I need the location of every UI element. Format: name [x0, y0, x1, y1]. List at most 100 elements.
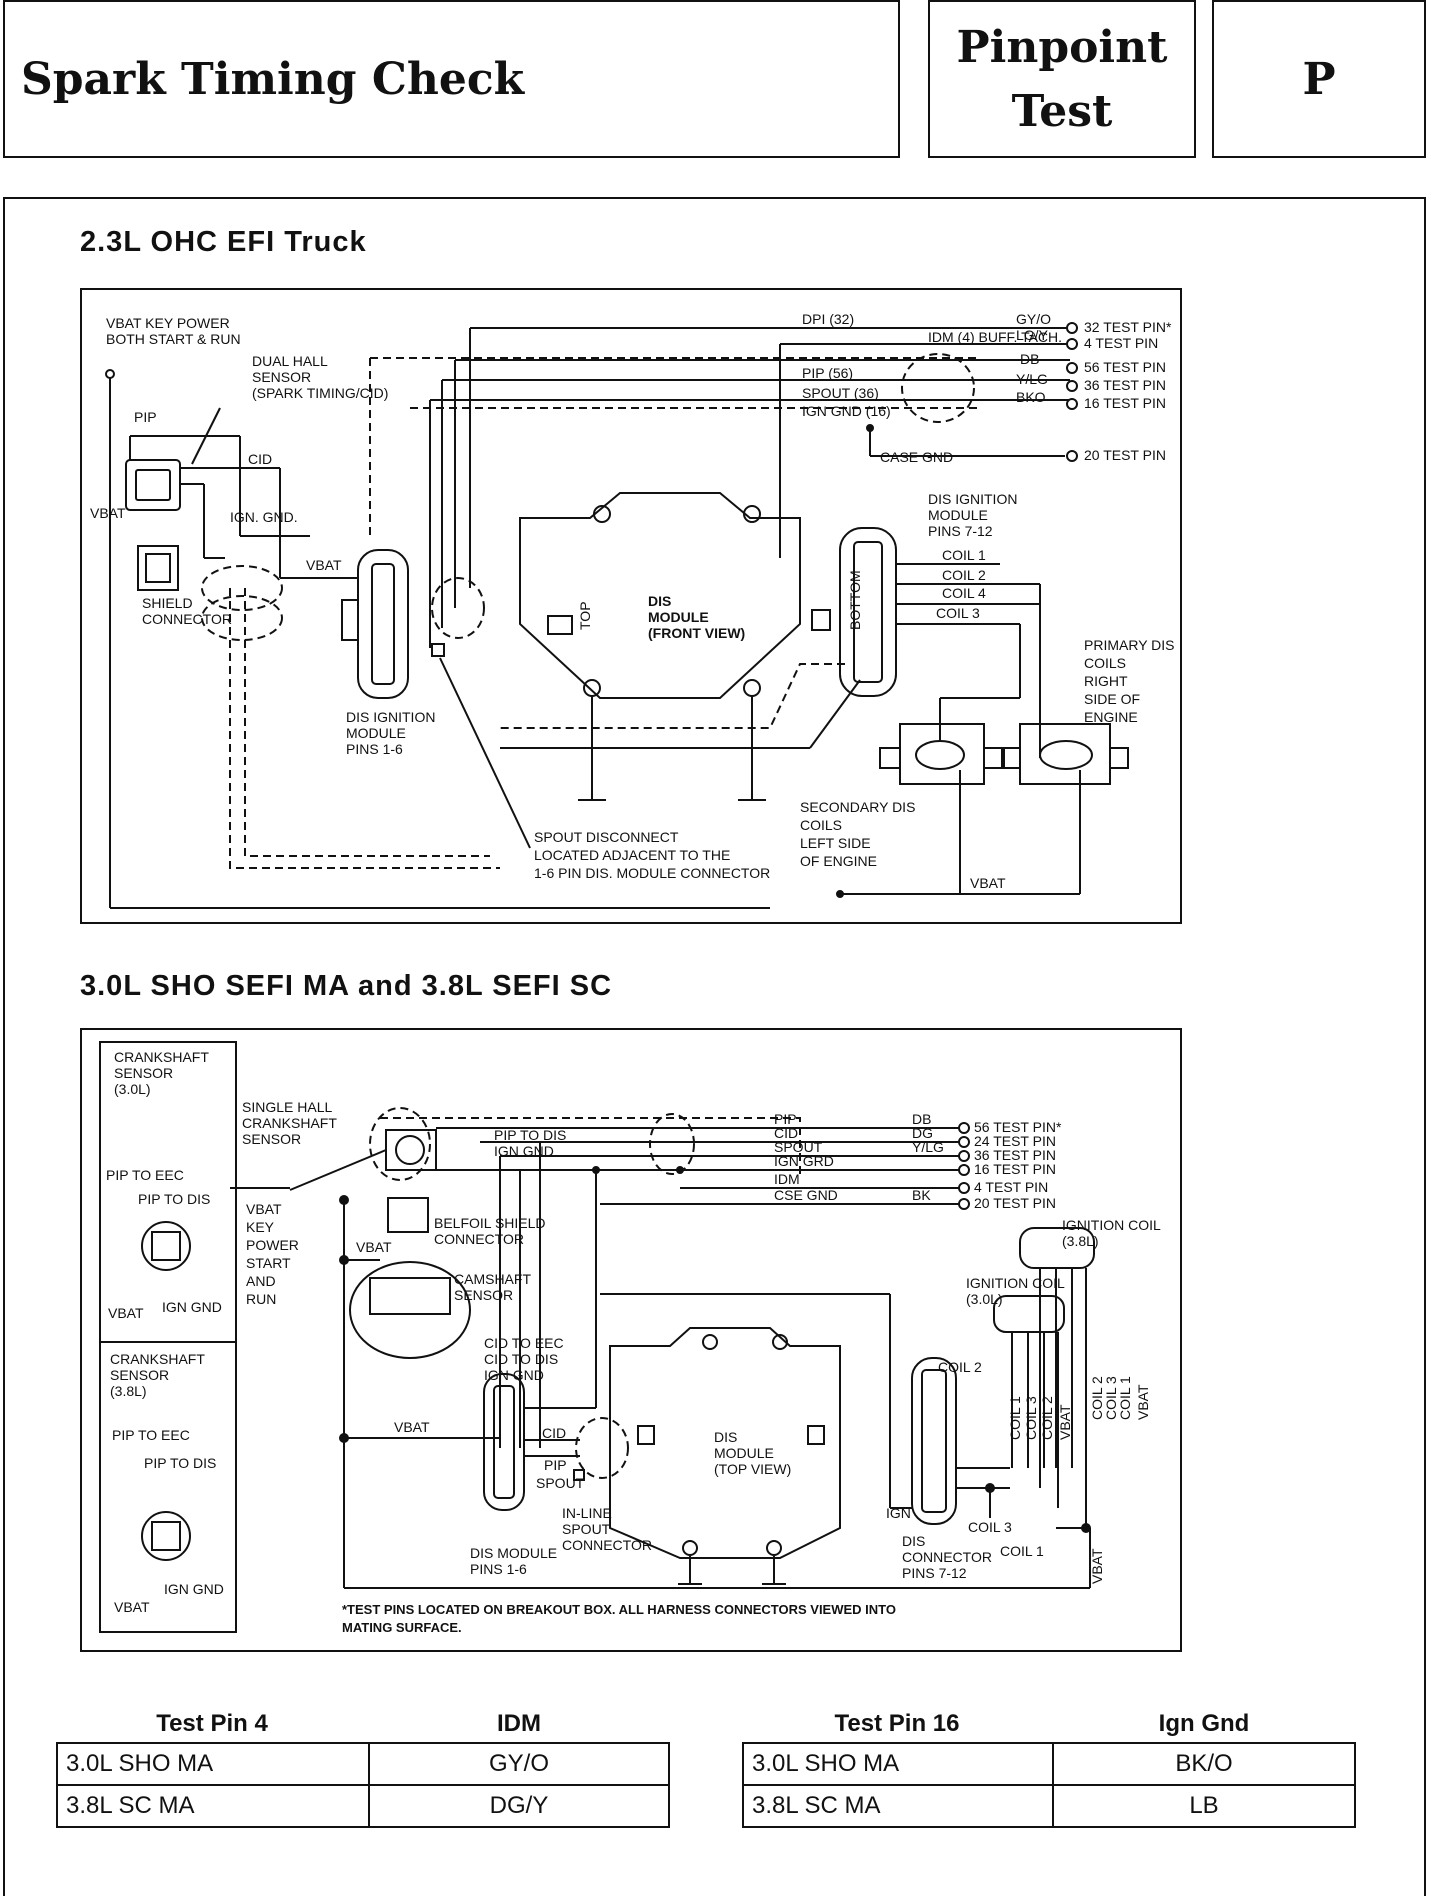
diagram2-title: 3.0L SHO SEFI MA and 3.8L SEFI SC	[80, 970, 613, 1002]
table-cell: 3.0L SHO MA	[56, 1742, 370, 1786]
d2-c-bk: BK	[912, 1187, 931, 1203]
d2-v-coil2: COIL 2	[1039, 1396, 1055, 1440]
diagram2-wiring: CRANKSHAFT SENSOR (3.0L) PIP TO EEC PIP …	[80, 1028, 1182, 1652]
d1-coil2: COIL 2	[942, 567, 986, 583]
d2-camshaft-2: SENSOR	[454, 1287, 513, 1303]
d2-cid: CID	[542, 1425, 566, 1441]
d1-spout36: SPOUT (36)	[802, 385, 879, 401]
d1-shield-1: SHIELD	[142, 595, 193, 611]
test-letter-box: P	[1212, 0, 1426, 158]
dis-connector-pins-7-12	[911, 1357, 957, 1525]
d1-idm-buff: IDM (4) BUFF. TACH.	[928, 329, 1062, 345]
d1-spout-disc-3: 1-6 PIN DIS. MODULE CONNECTOR	[534, 865, 770, 881]
d1-coil3: COIL 3	[936, 605, 980, 621]
d1-lgy: LG/Y	[1016, 327, 1049, 343]
d1-shield-2: CONNECTOR	[142, 611, 232, 627]
d2-vbat-key-2: KEY	[246, 1219, 275, 1235]
d2-crank38-3: (3.8L)	[110, 1383, 147, 1399]
d2-coil3: COIL 3	[968, 1519, 1012, 1535]
d1-dpi: DPI (32)	[802, 311, 854, 327]
dis-module-pins-7-12	[839, 527, 897, 697]
d1-primary-1: PRIMARY DIS	[1084, 637, 1175, 653]
d2-v-vbat: VBAT	[1057, 1404, 1073, 1440]
d1-tp4: 4 TEST PIN	[1084, 335, 1158, 351]
d1-secondary-1: SECONDARY DIS	[800, 799, 915, 815]
d1-vbat-key-2: BOTH START & RUN	[106, 331, 241, 347]
d2-dis-mod-1: DIS	[714, 1429, 737, 1445]
d1-vbat-bottom: VBAT	[970, 875, 1006, 891]
d2-tp56: 56 TEST PIN*	[974, 1119, 1062, 1135]
primary-dis-coils	[1019, 723, 1111, 785]
right-table-head-a: Test Pin 16	[834, 1710, 960, 1737]
dis-module-pins-1-6	[483, 1373, 525, 1511]
table-cell: 3.8L SC MA	[56, 1784, 370, 1828]
d1-gyo: GY/O	[1016, 311, 1051, 327]
d2-ign-gnd-w: IGN GND	[494, 1143, 554, 1159]
d1-coil1: COIL 1	[942, 547, 986, 563]
d2-v-coil3: COIL 3	[1023, 1396, 1039, 1440]
d1-primary-2: COILS	[1084, 655, 1126, 671]
d2-v-coil2b: COIL 2	[1089, 1376, 1105, 1420]
d2-vbat-key-1: VBAT	[246, 1201, 282, 1217]
d2-vbat-key-6: RUN	[246, 1291, 276, 1307]
d2-cid-to-eec: CID TO EEC	[484, 1335, 564, 1351]
d2-bus-cid: CID	[774, 1125, 798, 1141]
crankshaft-sensor-38-box	[99, 1341, 237, 1633]
d1-tp20: 20 TEST PIN	[1084, 447, 1166, 463]
d2-v-coil3b: COIL 3	[1103, 1376, 1119, 1420]
d2-v-vbat3: VBAT	[1089, 1548, 1105, 1584]
shield-connector	[137, 545, 179, 591]
d2-footnote-1: *TEST PINS LOCATED ON BREAKOUT BOX. ALL …	[342, 1602, 896, 1617]
d1-tp36: 36 TEST PIN	[1084, 377, 1166, 393]
diagram1-title: 2.3L OHC EFI Truck	[80, 226, 367, 258]
table-cell: GY/O	[368, 1742, 670, 1786]
pinpoint-test-box: Pinpoint Test	[928, 0, 1196, 158]
right-table: 3.0L SHO MA BK/O 3.8L SC MA LB	[742, 1742, 1356, 1828]
table-row: 3.0L SHO MA BK/O	[742, 1742, 1356, 1786]
d2-pip-to-eec: PIP TO EEC	[106, 1167, 184, 1183]
d2-vbat-c: VBAT	[356, 1239, 392, 1255]
left-table: 3.0L SHO MA GY/O 3.8L SC MA DG/Y	[56, 1742, 670, 1828]
dual-hall-sensor	[125, 459, 181, 511]
table-cell: DG/Y	[368, 1784, 670, 1828]
d2-vbat-a: VBAT	[108, 1305, 144, 1321]
dis-module-top-view	[609, 1327, 841, 1559]
d1-primary-5: ENGINE	[1084, 709, 1138, 725]
table-row: 3.0L SHO MA GY/O	[56, 1742, 670, 1786]
d1-dis-ign-left-3: PINS 1-6	[346, 741, 403, 757]
d2-ign-coil38-1: IGNITION COIL	[1062, 1217, 1161, 1233]
diagram1-wiring: VBAT KEY POWER BOTH START & RUN DUAL HAL…	[80, 288, 1182, 924]
d2-crank30-2: SENSOR	[114, 1065, 173, 1081]
d1-secondary-4: OF ENGINE	[800, 853, 877, 869]
d2-tp4: 4 TEST PIN	[974, 1179, 1048, 1195]
d2-bus-spout: SPOUT	[774, 1139, 823, 1155]
page-title: Spark Timing Check	[21, 54, 525, 105]
d1-vbat-key-1: VBAT KEY POWER	[106, 315, 230, 331]
d2-pip-to-eec-b: PIP TO EEC	[112, 1427, 190, 1443]
dis-module-front-view	[519, 492, 801, 699]
d2-single-hall-3: SENSOR	[242, 1131, 301, 1147]
d2-crank38-2: SENSOR	[110, 1367, 169, 1383]
d2-ign-coil30-1: IGNITION COIL	[966, 1275, 1065, 1291]
d1-tp56: 56 TEST PIN	[1084, 359, 1166, 375]
d2-dis-mod-pins-2: PINS 1-6	[470, 1561, 527, 1577]
d1-bottom: BOTTOM	[847, 570, 863, 630]
test-label: Test	[1011, 86, 1113, 137]
d1-dual-hall-3: (SPARK TIMING/CID)	[252, 385, 388, 401]
test-letter: P	[1302, 54, 1336, 105]
d1-bko: BKO	[1016, 389, 1046, 405]
d2-tp20: 20 TEST PIN	[974, 1195, 1056, 1211]
d1-dis-mod-1: DIS	[648, 593, 671, 609]
left-table-head-b: IDM	[497, 1710, 541, 1737]
table-cell: LB	[1052, 1784, 1356, 1828]
d2-bus-pip: PIP	[774, 1111, 797, 1127]
d2-inline-1: IN-LINE	[562, 1505, 612, 1521]
d2-ign-gnd-b: IGN GND	[164, 1581, 224, 1597]
camshaft-sensor	[349, 1261, 471, 1359]
d2-dis-mod-2: MODULE	[714, 1445, 774, 1461]
d2-vbat-key-3: POWER	[246, 1237, 299, 1253]
d2-ign: IGN	[886, 1505, 911, 1521]
d2-footnote-2: MATING SURFACE.	[342, 1620, 462, 1635]
d2-dis-conn-2: CONNECTOR	[902, 1549, 992, 1565]
d1-case-gnd: CASE GND	[880, 449, 953, 465]
